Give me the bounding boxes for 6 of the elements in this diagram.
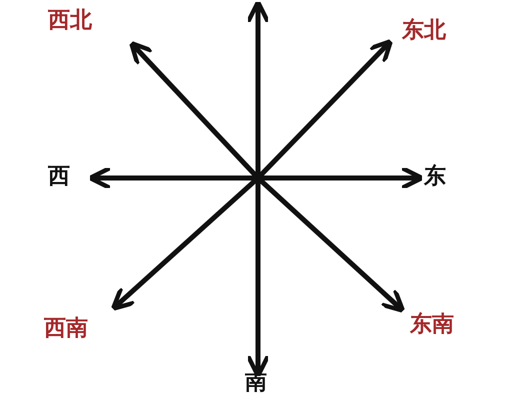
direction-label: 西 (48, 164, 70, 190)
direction-label: 西北 (48, 8, 92, 34)
direction-label: 东 (424, 164, 446, 190)
direction-label: 东北 (402, 18, 446, 44)
direction-label: 西南 (44, 316, 88, 342)
direction-label: 东南 (410, 312, 454, 338)
